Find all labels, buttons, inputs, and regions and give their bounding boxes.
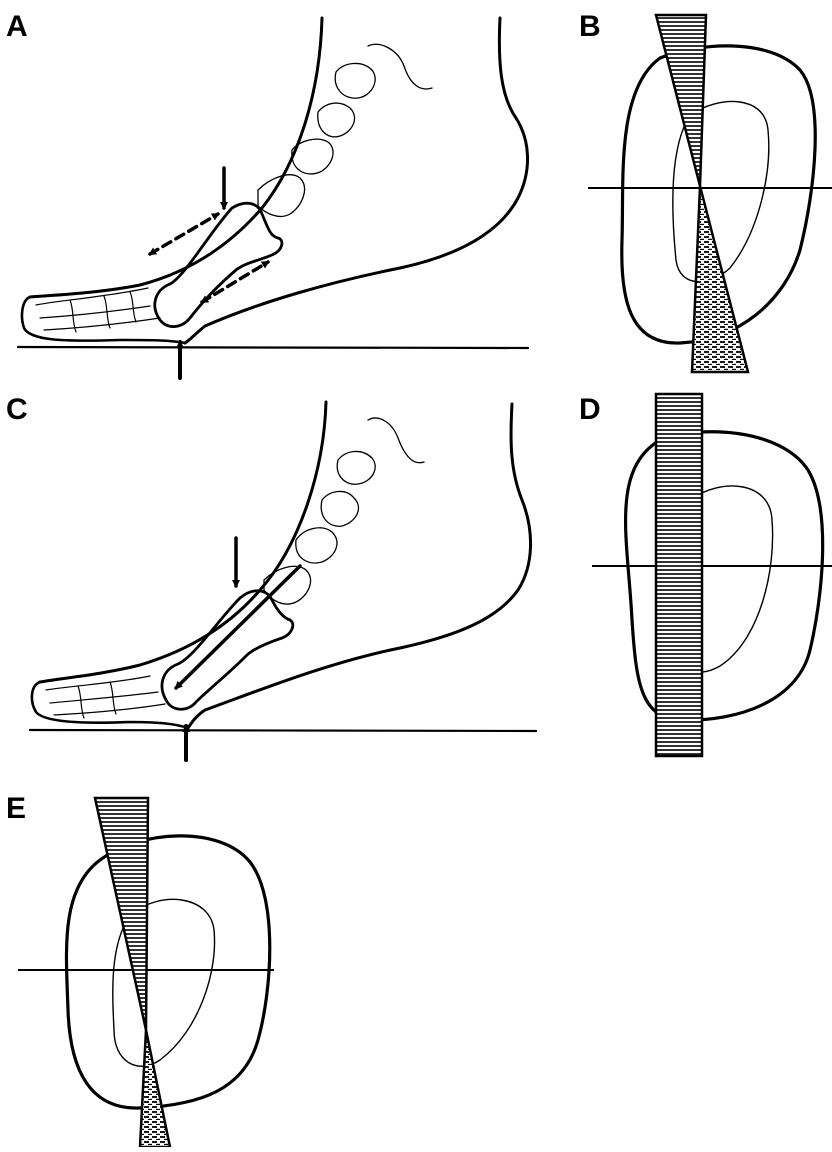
- panel-a-foot-drawing: [18, 18, 528, 378]
- tension-wedge-b: [656, 15, 706, 186]
- outer-cortex-e: [66, 836, 269, 1108]
- panel-label-e: E: [6, 794, 26, 824]
- tarsal-bones-a: [258, 44, 432, 216]
- panel-e-cross-section: [18, 798, 274, 1147]
- heel-outline-a: [185, 18, 528, 343]
- panel-label-d: D: [579, 395, 601, 425]
- compression-wedge-b: [692, 186, 748, 372]
- heel-outline-c: [188, 404, 531, 728]
- dorsal-outline-c: [40, 402, 326, 682]
- panel-label-a: A: [6, 12, 28, 42]
- panel-label-c: C: [6, 395, 28, 425]
- tension-wedge-e: [95, 798, 148, 1030]
- ground-line-a: [18, 347, 528, 348]
- ground-line-c: [30, 730, 536, 731]
- panel-d-cross-section: [592, 394, 832, 756]
- metatarsal-a: [155, 203, 282, 326]
- dorsal-outline-a: [30, 18, 322, 297]
- compression-wedge-e: [140, 1030, 170, 1147]
- panel-c-foot-drawing: [30, 402, 536, 760]
- phalanges-c: [46, 676, 165, 718]
- panel-label-b: B: [579, 12, 601, 42]
- panel-b-cross-section: [588, 15, 832, 372]
- compression-band-d: [656, 394, 702, 756]
